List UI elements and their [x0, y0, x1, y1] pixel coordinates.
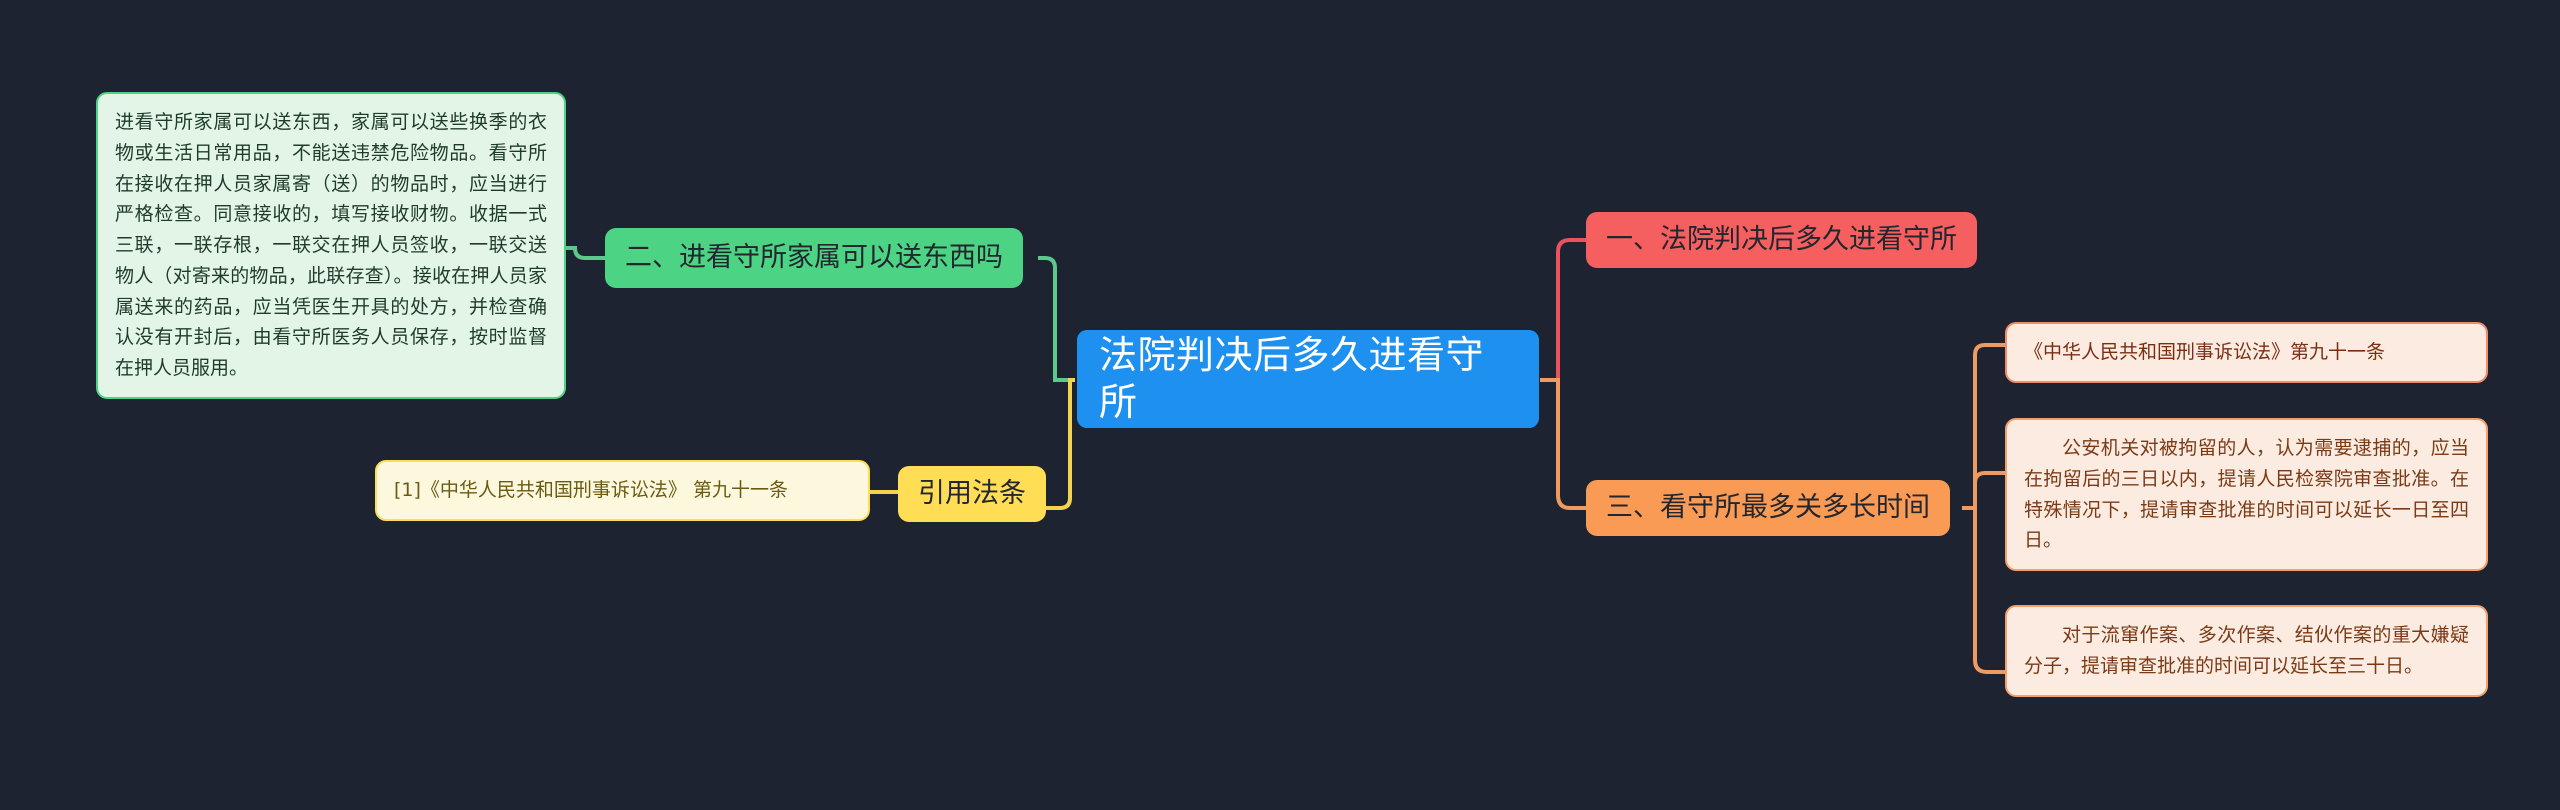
branch-node-orange-label: 三、看守所最多关多长时间 — [1606, 492, 1930, 524]
leaf-law-para-1[interactable]: 公安机关对被拘留的人，认为需要逮捕的，应当在拘留后的三日以内，提请人民检察院审查… — [2005, 418, 2488, 572]
branch-node-orange[interactable]: 三、看守所最多关多长时间 — [1586, 480, 1950, 536]
edge-orange-to-law-1 — [1962, 471, 2005, 510]
root-node[interactable]: 法院判决后多久进看守所 — [1077, 330, 1539, 428]
branch-node-green[interactable]: 二、进看守所家属可以送东西吗 — [605, 228, 1023, 288]
branch-node-yellow[interactable]: 引用法条 — [898, 466, 1046, 522]
edge-green-to-leaf — [565, 246, 605, 260]
leaf-green-detail-text: 进看守所家属可以送东西，家属可以送些换季的衣物或生活日常用品，不能送违禁危险物品… — [115, 111, 547, 380]
leaf-law-para-2-text: 对于流窜作案、多次作案、结伙作案的重大嫌疑分子，提请审查批准的时间可以延长至三十… — [2024, 624, 2469, 677]
edge-orange-to-law-2 — [1962, 506, 2005, 674]
leaf-citation[interactable]: [1]《中华人民共和国刑事诉讼法》 第九十一条 — [375, 460, 870, 521]
edge-root-to-green — [1038, 256, 1075, 382]
edge-root-to-orange — [1540, 378, 1586, 510]
leaf-law-title-text: 《中华人民共和国刑事诉讼法》第九十一条 — [2024, 341, 2386, 363]
edge-root-to-red — [1540, 238, 1586, 382]
branch-node-red-label: 一、法院判决后多久进看守所 — [1606, 224, 1957, 256]
leaf-law-title[interactable]: 《中华人民共和国刑事诉讼法》第九十一条 — [2005, 322, 2488, 383]
leaf-law-para-2[interactable]: 对于流窜作案、多次作案、结伙作案的重大嫌疑分子，提请审查批准的时间可以延长至三十… — [2005, 605, 2488, 697]
root-node-label: 法院判决后多久进看守所 — [1099, 332, 1485, 425]
edge-orange-to-law-title — [1962, 343, 2005, 510]
branch-node-yellow-label: 引用法条 — [918, 478, 1026, 510]
branch-node-green-label: 二、进看守所家属可以送东西吗 — [625, 242, 1003, 274]
branch-node-red[interactable]: 一、法院判决后多久进看守所 — [1586, 212, 1977, 268]
leaf-citation-text: [1]《中华人民共和国刑事诉讼法》 第九十一条 — [394, 479, 788, 501]
leaf-law-para-1-text: 公安机关对被拘留的人，认为需要逮捕的，应当在拘留后的三日以内，提请人民检察院审查… — [2024, 437, 2469, 552]
leaf-green-detail[interactable]: 进看守所家属可以送东西，家属可以送些换季的衣物或生活日常用品，不能送违禁危险物品… — [96, 92, 566, 399]
